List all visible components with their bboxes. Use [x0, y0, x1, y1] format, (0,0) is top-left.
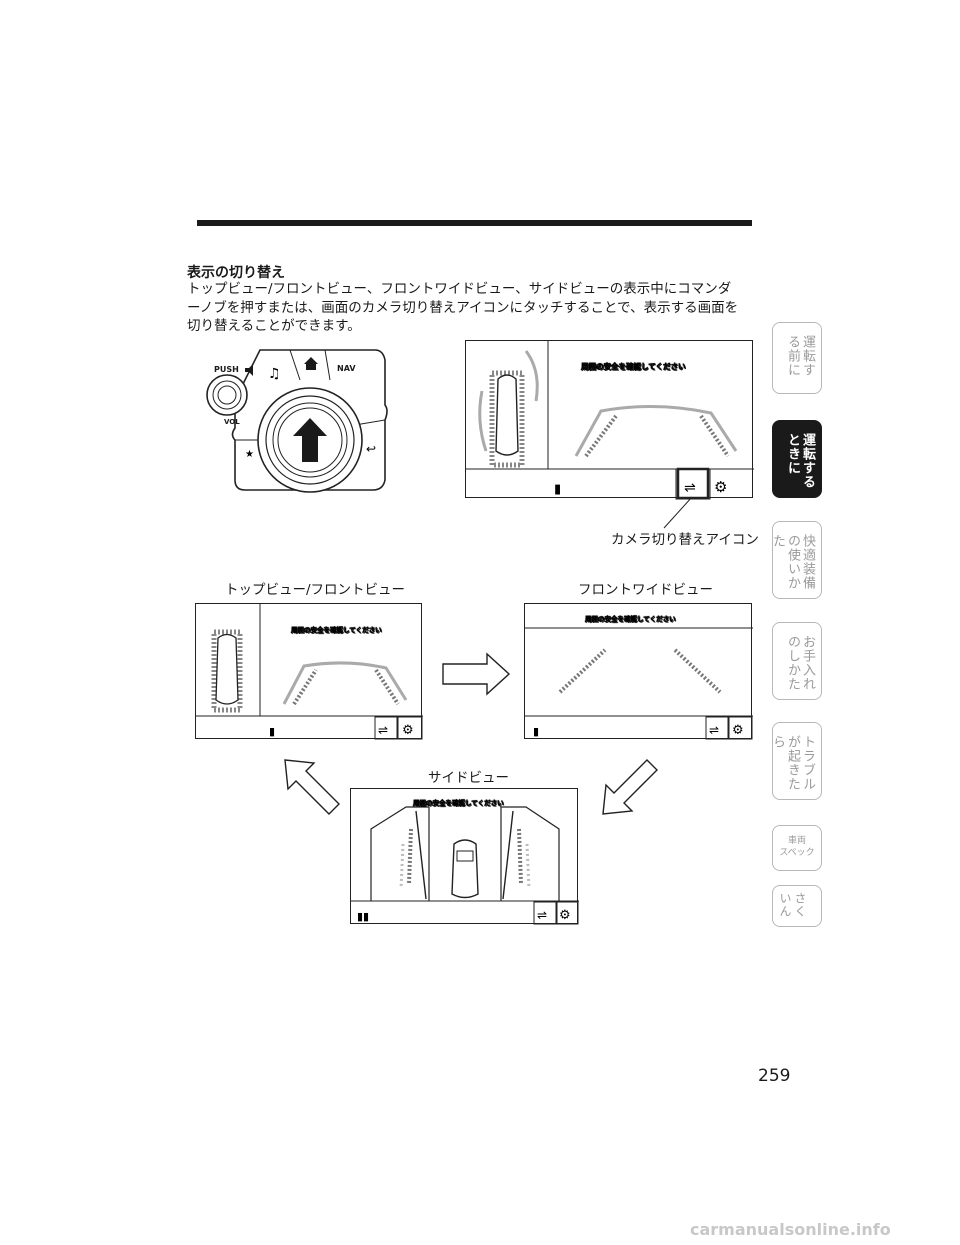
gear-icon: ⚙: [402, 723, 414, 738]
page-number: 259: [758, 1066, 791, 1086]
screen-side: ⇌ ⚙ ▮▮ 周囲の安全を確認してください: [350, 788, 579, 925]
favorite-icon: ★: [245, 449, 254, 460]
section-paragraph: トップビュー/フロントビュー、フロントワイドビュー、サイドビューの表示中にコマン…: [187, 280, 757, 336]
push-label: PUSH: [214, 365, 239, 374]
screen-banner: 周囲の安全を確認してください: [413, 799, 504, 807]
tab-comfort-features[interactable]: 快適装備の使いかた: [770, 521, 822, 599]
section-heading: 表示の切り替え: [187, 265, 285, 281]
tab-label: 運転する前に: [785, 335, 815, 377]
tab-label: 運転するときに: [785, 433, 815, 489]
car-sensor-icon: ▮: [533, 725, 539, 738]
vol-label: VOL: [224, 418, 240, 426]
tab-maintenance[interactable]: お手入れのしかた: [772, 622, 822, 700]
camera-switch-icon: ⇌: [709, 723, 719, 737]
commander-knob-illustration: ♫ ★ ↩: [206, 349, 388, 493]
callout-label: カメラ切り替えアイコン: [611, 532, 759, 548]
screen-banner: 周囲の安全を確認してください: [291, 626, 382, 634]
tab-label: お手入れのしかた: [785, 635, 815, 691]
paragraph-line: トップビュー/フロントビュー、フロントワイドビュー、サイドビューの表示中にコマン…: [187, 281, 732, 297]
arrow-right-icon: [442, 652, 511, 696]
screen-top-front: ⇌ ⚙ ▮ 周囲の安全を確認してください: [195, 603, 423, 740]
tab-index[interactable]: さくいん: [772, 885, 822, 927]
camera-switch-icon: ⇌: [684, 480, 696, 496]
paragraph-line: 切り替えることができます。: [187, 318, 361, 334]
car-sensor-icon: ▮▮: [357, 910, 369, 923]
callout-line: [663, 496, 693, 529]
home-icon: [304, 357, 318, 370]
screen-banner: 周囲の安全を確認してください: [585, 615, 676, 623]
view-label-top-front: トップビュー/フロントビュー: [225, 582, 406, 598]
footer-watermark: carmanualsonline.info: [690, 1220, 891, 1239]
tab-label-line1: 車両: [787, 836, 806, 846]
gear-icon: ⚙: [559, 908, 571, 923]
back-icon: ↩: [366, 442, 376, 456]
gear-icon: ⚙: [732, 723, 744, 738]
arrow-down-left-icon: [602, 759, 658, 815]
nav-label: NAV: [337, 364, 356, 373]
tab-label-line2: スペック: [779, 848, 815, 858]
tab-while-driving[interactable]: 運転するときに: [772, 420, 822, 498]
paragraph-line: ーノブを押すまたは、画面のカメラ切り替えアイコンにタッチすることで、表示する画面…: [187, 299, 739, 316]
arrow-up-left-icon: [284, 759, 340, 815]
car-sensor-icon: ▮: [554, 482, 561, 497]
tab-label: トラブルが起きたら: [770, 735, 815, 791]
tab-before-driving[interactable]: 運転する前に: [772, 322, 822, 394]
screen-front-wide: ⇌ ⚙ ▮ 周囲の安全を確認してください: [524, 603, 753, 740]
camera-switch-icon: ⇌: [378, 723, 388, 737]
camera-switch-icon: ⇌: [537, 908, 547, 922]
tab-label: 快適装備の使いかた: [770, 534, 815, 590]
view-label-front-wide: フロントワイドビュー: [578, 582, 713, 598]
screen-banner: 周囲の安全を確認してください: [581, 362, 686, 371]
section-rule: [197, 220, 752, 226]
gear-icon: ⚙: [714, 478, 727, 496]
tab-specifications[interactable]: 車両 スペック: [772, 825, 822, 871]
screen-top-front-main: ⇌ ⚙ ▮ 周囲の安全を確認してください: [465, 340, 754, 500]
tab-troubleshooting[interactable]: トラブルが起きたら: [770, 722, 822, 800]
tab-label: さくいん: [778, 892, 807, 918]
mute-icon: [245, 364, 253, 376]
view-label-side: サイドビュー: [428, 770, 509, 786]
car-sensor-icon: ▮: [269, 725, 275, 738]
music-icon: ♫: [268, 366, 281, 382]
